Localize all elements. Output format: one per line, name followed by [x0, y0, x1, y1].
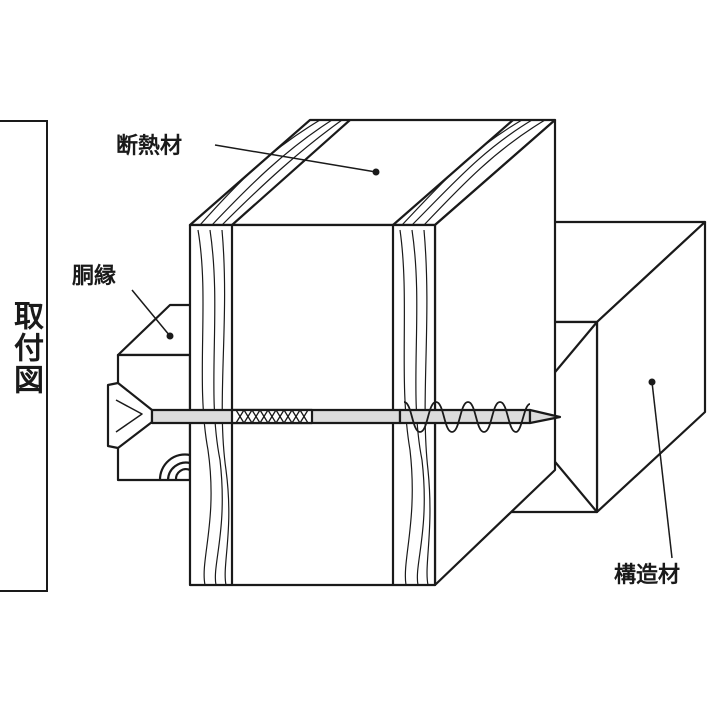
structural-callout-dot: [648, 378, 656, 386]
side-tab: [0, 120, 48, 592]
screw: [106, 381, 562, 450]
structural-member-label: 構造材: [614, 563, 681, 588]
side-title: 取付図: [8, 300, 43, 396]
insulation-board: [188, 118, 557, 587]
insulation-label: 断熱材: [116, 134, 183, 159]
furring-callout-dot: [166, 332, 174, 340]
furring-strip-label: 胴縁: [72, 264, 117, 289]
leader-lines: [131, 144, 673, 559]
insulation-callout-dot: [372, 168, 380, 176]
